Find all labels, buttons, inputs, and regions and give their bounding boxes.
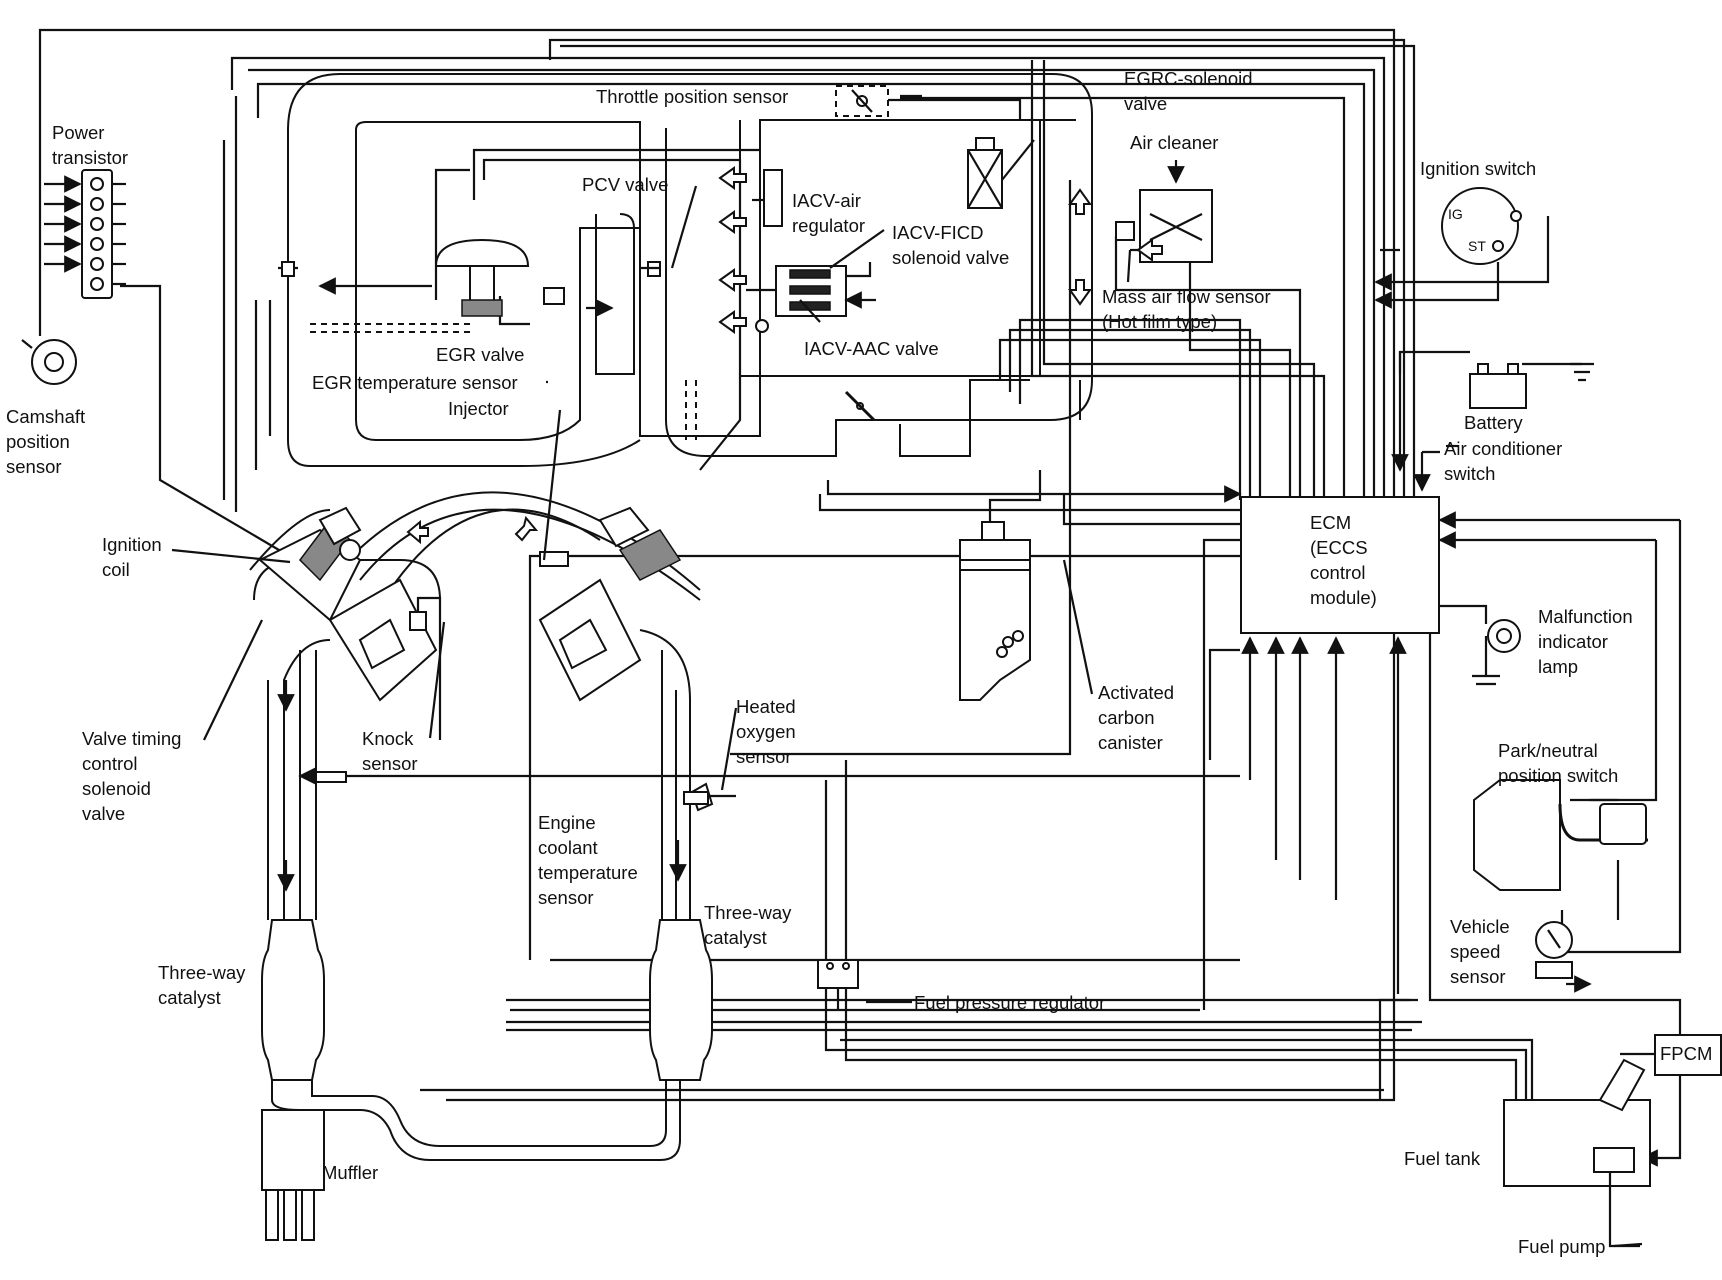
ecm-box <box>1240 496 1440 634</box>
muffler-label: Muffler <box>322 1162 379 1183</box>
power-transistor-graphic <box>44 169 126 299</box>
park-neutral-switch-graphic <box>1473 779 1648 891</box>
mass-air-flow-sensor-label: Mass air flow sensor (Hot film type) <box>1102 286 1271 332</box>
sensor-graphics <box>315 551 709 805</box>
injector-label: Injector <box>448 398 509 419</box>
three-way-catalyst-left-label: Three-way catalyst <box>158 962 246 1008</box>
iacv-graphic <box>746 169 876 333</box>
valve-timing-control-solenoid-label: Valve timing control solenoid valve <box>82 728 182 824</box>
malfunction-indicator-lamp-label: Malfunction indicator lamp <box>1538 606 1633 677</box>
battery-graphic <box>1469 362 1594 409</box>
egr-temperature-sensor-label: EGR temperature sensor <box>312 372 518 393</box>
egr-valve-label: EGR valve <box>436 344 525 365</box>
ignition-switch-label: Ignition switch <box>1420 158 1537 179</box>
ignition-switch-graphic <box>1441 187 1522 265</box>
vehicle-speed-sensor-graphic <box>1535 921 1573 979</box>
ig-terminal-label: IG <box>1448 206 1463 222</box>
mil-graphic <box>1472 619 1521 686</box>
egrc-solenoid-valve-label: EGRC-solenoid valve <box>1124 68 1253 114</box>
fuel-pressure-regulator-graphic <box>817 959 859 1010</box>
carbon-canister-graphic <box>959 470 1042 701</box>
egr-valve-graphic <box>318 238 614 317</box>
air-conditioner-switch-label: Air conditioner switch <box>1444 438 1563 484</box>
iacv-ficd-solenoid-valve-label: IACV-FICD solenoid valve <box>892 222 1010 268</box>
park-neutral-position-switch-label: Park/neutral position switch <box>1498 740 1619 786</box>
pcv-valve-graphic <box>278 261 661 277</box>
leader-lines <box>171 94 1643 1248</box>
battery-label: Battery <box>1464 412 1523 433</box>
iacv-air-regulator-label: IACV-air regulator <box>792 190 866 236</box>
throttle-position-sensor-label: Throttle position sensor <box>596 86 789 107</box>
camshaft-position-sensor-label: Camshaft position sensor <box>6 406 86 477</box>
power-transistor-label: Power transistor <box>52 122 129 168</box>
right-bank-engine <box>538 506 714 920</box>
vehicle-speed-sensor-label: Vehicle speed sensor <box>1450 916 1510 987</box>
st-terminal-label: ST <box>1468 238 1486 254</box>
egrc-solenoid-graphic <box>967 137 1035 209</box>
three-way-catalyst-right-label: Three-way catalyst <box>704 902 792 948</box>
pcv-valve-label: PCV valve <box>582 174 669 195</box>
fuel-tank-label: Fuel tank <box>1404 1148 1481 1169</box>
air-cleaner-label: Air cleaner <box>1130 132 1219 153</box>
ignition-coil-label: Ignition coil <box>102 534 162 580</box>
exhaust-system <box>261 919 713 1241</box>
engine-coolant-temperature-sensor-label: Engine coolant temperature sensor <box>538 812 638 908</box>
fpcm-box <box>1654 1034 1722 1076</box>
flow-arrows <box>406 166 1163 545</box>
left-bank-engine <box>253 506 442 920</box>
fpcm-label: FPCM <box>1660 1043 1713 1064</box>
ecm-label: ECM (ECCS control module) <box>1310 512 1377 608</box>
knock-sensor-label: Knock sensor <box>362 728 418 774</box>
fuel-pressure-regulator-label: Fuel pressure regulator <box>914 992 1106 1013</box>
camshaft-sensor-graphic <box>21 339 77 385</box>
intake-manifold <box>222 73 1093 512</box>
fuel-tank-graphic <box>1503 1058 1651 1248</box>
iacv-aac-valve-label: IACV-AAC valve <box>804 338 939 359</box>
heated-oxygen-sensor-label: Heated oxygen sensor <box>736 696 796 767</box>
activated-carbon-canister-label: Activated carbon canister <box>1098 682 1175 753</box>
air-cleaner-graphic <box>1115 160 1213 263</box>
fuel-pump-label: Fuel pump <box>1518 1236 1606 1257</box>
throttle-position-sensor-graphic <box>835 85 1022 120</box>
